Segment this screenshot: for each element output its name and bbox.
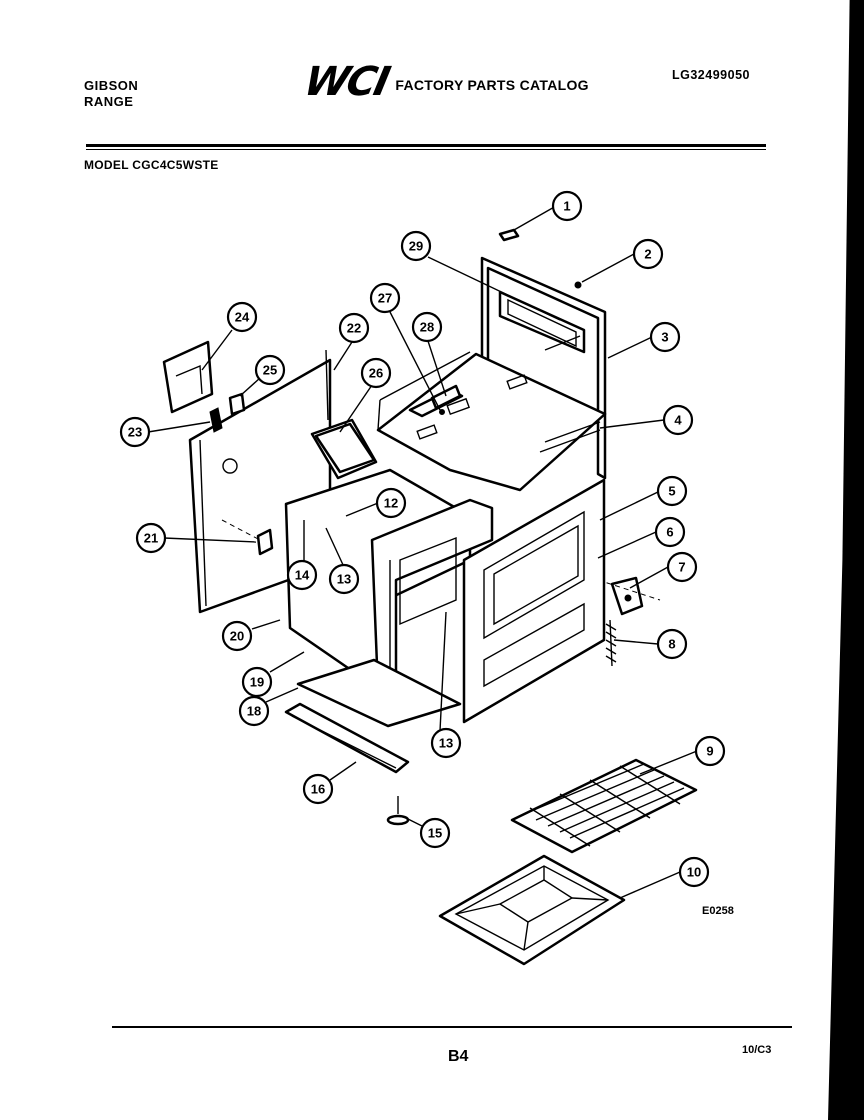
callout-18: 18 bbox=[238, 695, 270, 727]
svg-text:16: 16 bbox=[311, 782, 325, 797]
svg-text:2: 2 bbox=[644, 247, 651, 262]
catalog-title: FACTORY PARTS CATALOG bbox=[395, 77, 589, 93]
part-7-hinge-plate bbox=[597, 576, 661, 616]
callout-9: 9 bbox=[694, 735, 726, 767]
svg-text:22: 22 bbox=[347, 321, 361, 336]
svg-text:15: 15 bbox=[428, 826, 442, 841]
part-25-block bbox=[228, 392, 246, 416]
callout-20: 20 bbox=[221, 620, 253, 652]
part-9-oven-rack bbox=[510, 758, 698, 854]
svg-text:29: 29 bbox=[409, 239, 423, 254]
header-rule bbox=[86, 144, 766, 147]
callout-19: 19 bbox=[241, 666, 273, 698]
callout-28: 28 bbox=[411, 311, 443, 343]
callout-22: 22 bbox=[338, 312, 370, 344]
svg-text:20: 20 bbox=[230, 629, 244, 644]
callout-16: 16 bbox=[302, 773, 334, 805]
svg-text:1: 1 bbox=[563, 199, 570, 214]
callout-15: 15 bbox=[419, 817, 451, 849]
svg-text:28: 28 bbox=[420, 320, 434, 335]
part-28-bracket bbox=[430, 384, 462, 410]
svg-text:9: 9 bbox=[706, 744, 713, 759]
part-22-side-strip bbox=[325, 349, 329, 421]
svg-text:6: 6 bbox=[666, 525, 673, 540]
part-4-top-panel bbox=[376, 351, 607, 492]
svg-text:13: 13 bbox=[439, 736, 453, 751]
callout-1: 1 bbox=[551, 190, 583, 222]
figure-code: E0258 bbox=[702, 905, 734, 917]
svg-text:8: 8 bbox=[668, 637, 675, 652]
svg-text:13: 13 bbox=[337, 572, 351, 587]
callout-2: 2 bbox=[632, 238, 664, 270]
callout-8: 8 bbox=[656, 628, 688, 660]
leader-lines bbox=[147, 205, 698, 899]
callout-7: 7 bbox=[666, 551, 698, 583]
svg-text:3: 3 bbox=[661, 330, 668, 345]
svg-text:7: 7 bbox=[678, 560, 685, 575]
header-rule-thin bbox=[86, 149, 766, 150]
callout-21: 21 bbox=[135, 522, 167, 554]
callout-3: 3 bbox=[649, 321, 681, 353]
catalog-number: LG32499050 bbox=[672, 68, 750, 82]
part-10-broiler-pan bbox=[438, 854, 626, 966]
callout-26: 26 bbox=[360, 357, 392, 389]
footer-rule bbox=[112, 1026, 792, 1028]
callout-29: 29 bbox=[400, 230, 432, 262]
callout-14: 14 bbox=[286, 559, 318, 591]
part-2-screw bbox=[574, 281, 582, 289]
svg-text:4: 4 bbox=[674, 413, 682, 428]
svg-text:26: 26 bbox=[369, 366, 383, 381]
svg-text:23: 23 bbox=[128, 425, 142, 440]
callout-23: 23 bbox=[119, 416, 151, 448]
svg-text:5: 5 bbox=[668, 484, 675, 499]
svg-text:12: 12 bbox=[384, 496, 398, 511]
svg-text:25: 25 bbox=[263, 363, 277, 378]
svg-text:27: 27 bbox=[378, 291, 392, 306]
svg-text:14: 14 bbox=[295, 568, 310, 583]
callout-13-burner: 13 bbox=[328, 563, 360, 595]
svg-text:10: 10 bbox=[687, 865, 701, 880]
part-21-latch bbox=[221, 519, 274, 556]
callout-25: 25 bbox=[254, 354, 286, 386]
part-26-vent bbox=[314, 422, 376, 474]
model-line: MODEL CGC4C5WSTE bbox=[84, 158, 219, 172]
callout-5: 5 bbox=[656, 475, 688, 507]
part-8-spring bbox=[605, 619, 617, 667]
part-24-bracket bbox=[162, 340, 214, 414]
oven-door bbox=[462, 478, 606, 724]
date-code: 10/C3 bbox=[742, 1044, 772, 1056]
svg-text:18: 18 bbox=[247, 704, 261, 719]
callout-4: 4 bbox=[662, 404, 694, 436]
callout-13-body: 13 bbox=[430, 727, 462, 759]
svg-text:19: 19 bbox=[250, 675, 264, 690]
part-15-leveling-leg bbox=[386, 796, 410, 826]
callout-10: 10 bbox=[678, 856, 710, 888]
callout-12: 12 bbox=[375, 487, 407, 519]
part-16-kick-panel bbox=[284, 702, 410, 774]
product-type: RANGE bbox=[84, 94, 134, 109]
svg-text:24: 24 bbox=[235, 310, 250, 325]
callout-27: 27 bbox=[369, 282, 401, 314]
brand-block: GIBSON RANGE bbox=[84, 78, 138, 110]
part-27-screw bbox=[439, 409, 445, 415]
callout-6: 6 bbox=[654, 516, 686, 548]
part-1-clip bbox=[498, 228, 520, 242]
svg-text:21: 21 bbox=[144, 531, 158, 546]
brand-name: GIBSON bbox=[84, 78, 139, 93]
page-number: B4 bbox=[448, 1048, 469, 1065]
catalog-header: WCI FACTORY PARTS CATALOG bbox=[300, 59, 589, 105]
callout-24: 24 bbox=[226, 301, 258, 333]
part-23-clip bbox=[209, 407, 223, 433]
